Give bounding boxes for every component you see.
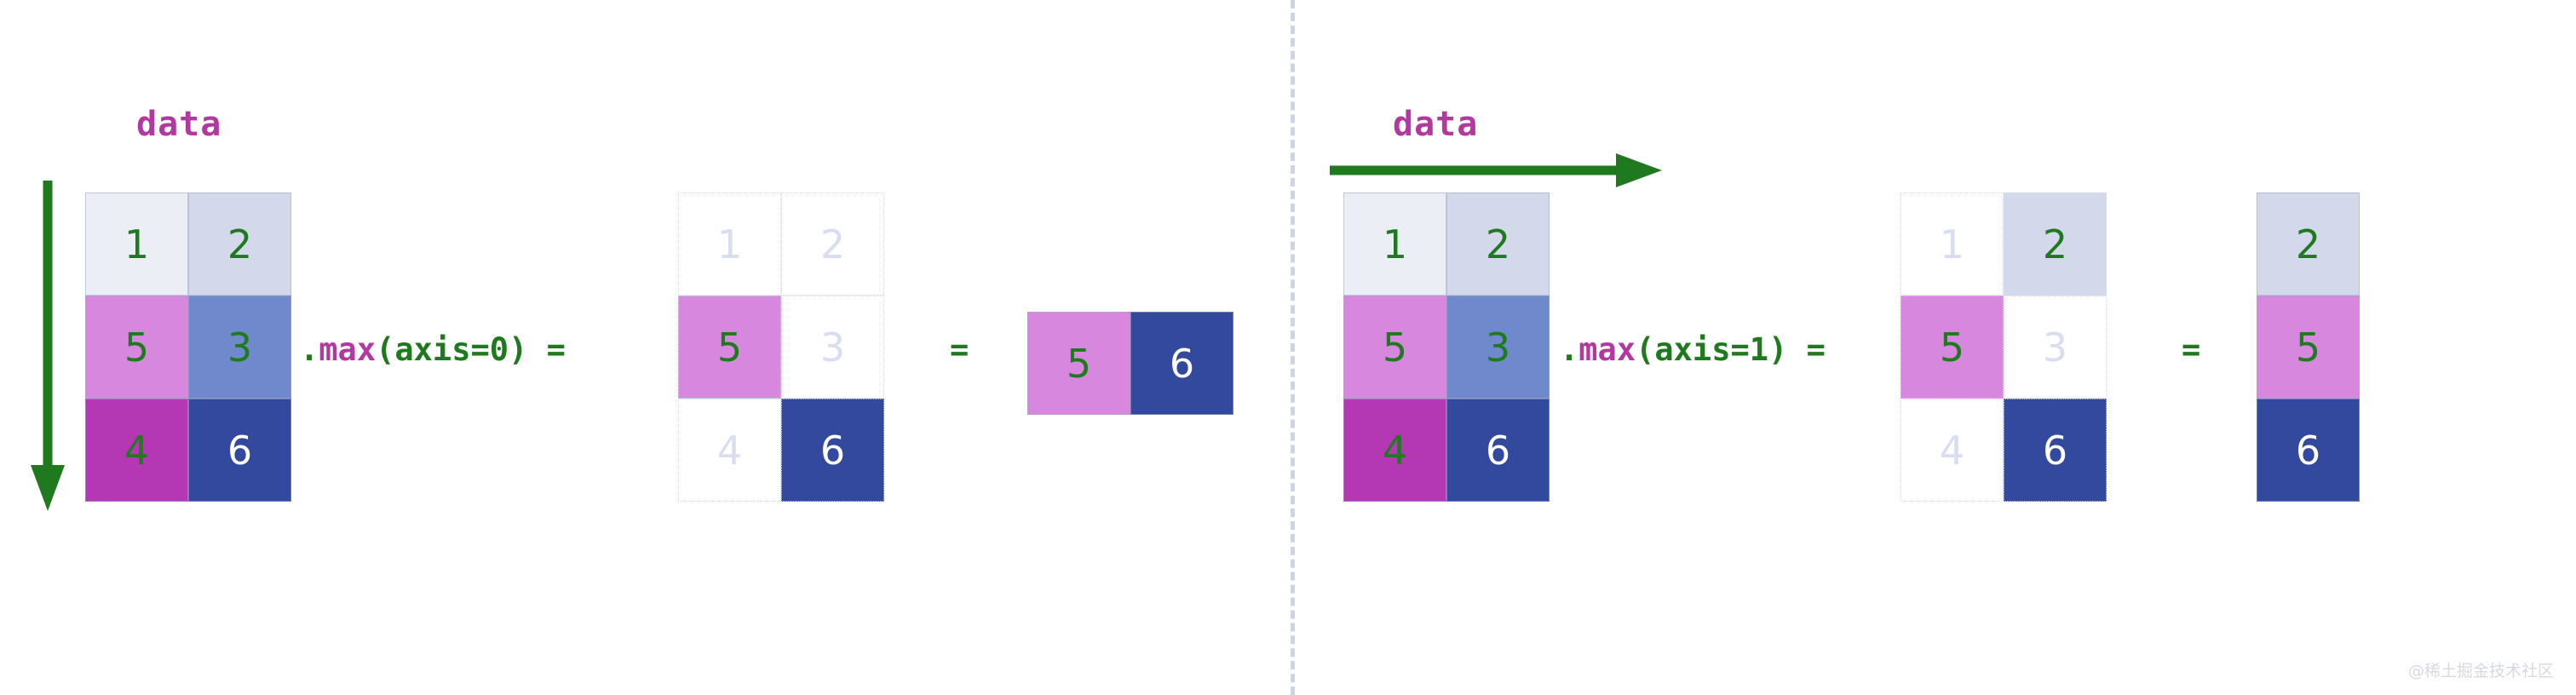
ghost-cell: 1 xyxy=(1900,192,2004,296)
ghost-cell: 4 xyxy=(1900,399,2004,502)
result-cell: 6 xyxy=(1130,312,1233,415)
axis-0-down-arrow xyxy=(29,179,66,513)
result-cell: 5 xyxy=(2257,296,2360,399)
ghost-cell: 2 xyxy=(2004,192,2107,296)
operation-function-name: max xyxy=(319,331,377,368)
ghost-cell: 3 xyxy=(781,296,884,399)
ghost-cell: 6 xyxy=(2004,399,2107,502)
operation-label-axis-0: .max(axis=0) = xyxy=(300,331,566,368)
operation-prefix: . xyxy=(300,331,319,368)
result-cell: 6 xyxy=(2257,399,2360,502)
matrix-cell: 5 xyxy=(1343,296,1446,399)
operation-suffix: (axis=0) = xyxy=(376,331,566,368)
result-matrix-right: 2 5 6 xyxy=(2257,192,2360,502)
result-cell: 2 xyxy=(2257,192,2360,296)
matrix-cell: 6 xyxy=(188,399,291,502)
watermark: @稀土掘金技术社区 xyxy=(2407,662,2554,681)
matrix-cell: 2 xyxy=(188,192,291,296)
result-cell: 5 xyxy=(1027,312,1130,415)
matrix-cell: 1 xyxy=(1343,192,1446,296)
matrix-cell: 6 xyxy=(1446,399,1550,502)
axis-1-right-arrow xyxy=(1328,152,1664,189)
equals-sign-right: = xyxy=(2182,331,2201,368)
result-matrix-left: 5 6 xyxy=(1027,312,1233,415)
matrix-cell: 3 xyxy=(188,296,291,399)
operation-suffix: (axis=1) = xyxy=(1636,331,1826,368)
source-matrix-right: 1 2 5 3 4 6 xyxy=(1343,192,1550,502)
matrix-cell: 4 xyxy=(85,399,188,502)
panel-axis-0: data 1 2 5 3 4 6 .max(axis=0) = 1 2 5 3 … xyxy=(29,105,1233,513)
data-label-right: data xyxy=(1393,105,1479,144)
panel-divider xyxy=(1291,0,1295,695)
source-matrix-left: 1 2 5 3 4 6 xyxy=(85,192,291,502)
equals-sign-left: = xyxy=(950,331,969,368)
matrix-cell: 1 xyxy=(85,192,188,296)
ghost-cell: 1 xyxy=(678,192,781,296)
panel-axis-1: data 1 2 5 3 4 6 .max(axis=1) = 1 2 5 3 … xyxy=(1291,0,2576,695)
operation-prefix: . xyxy=(1560,331,1579,368)
data-label-left: data xyxy=(136,105,222,144)
matrix-cell: 3 xyxy=(1446,296,1550,399)
ghost-cell: 5 xyxy=(678,296,781,399)
ghost-cell: 6 xyxy=(781,399,884,502)
ghost-matrix-left: 1 2 5 3 4 6 xyxy=(678,192,884,502)
ghost-cell: 2 xyxy=(781,192,884,296)
operation-label-axis-1: .max(axis=1) = xyxy=(1560,331,1826,368)
matrix-cell: 4 xyxy=(1343,399,1446,502)
operation-function-name: max xyxy=(1578,331,1636,368)
ghost-matrix-right: 1 2 5 3 4 6 xyxy=(1900,192,2107,502)
ghost-cell: 5 xyxy=(1900,296,2004,399)
ghost-cell: 4 xyxy=(678,399,781,502)
matrix-cell: 5 xyxy=(85,296,188,399)
ghost-cell: 3 xyxy=(2004,296,2107,399)
matrix-cell: 2 xyxy=(1446,192,1550,296)
